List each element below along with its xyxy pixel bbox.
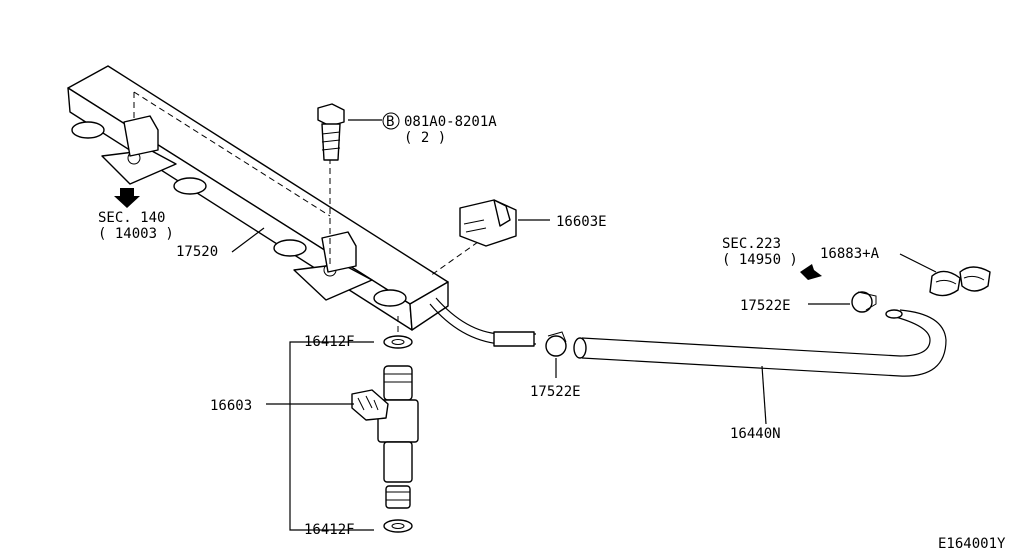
fuel-rail-17520 — [67, 65, 536, 347]
hose-part-number: 16440N — [730, 426, 781, 442]
hose-clip-16883A — [929, 266, 991, 297]
bolt-icon — [317, 103, 345, 161]
arrow-down-icon — [114, 188, 140, 208]
bolt-part-number: 081A0-8201A — [404, 114, 497, 130]
clamp-lower-part-number: 17522E — [530, 384, 581, 400]
bolt-b-letter: B — [386, 114, 394, 130]
o-ring-top — [383, 335, 413, 349]
connector-guide-line — [429, 241, 479, 277]
bolt-b-circle: B — [382, 112, 400, 130]
o-ring-bottom-part-number: 16412F — [304, 522, 355, 538]
rail-part-number: 17520 — [176, 244, 218, 260]
o-ring-bottom — [383, 519, 413, 533]
hose-clamp-upper — [851, 291, 877, 313]
clip-part-number: 16883+A — [820, 246, 880, 262]
sec140-reference: ( 14003 ) — [98, 226, 174, 242]
fuel-injector-16603 — [351, 365, 419, 509]
hose-clamp-lower — [545, 331, 567, 357]
diagram-id: E164001Y — [938, 536, 1006, 552]
o-ring-top-part-number: 16412F — [304, 334, 355, 350]
sec140-label: SEC. 140 — [98, 210, 165, 226]
clamp-upper-part-number: 17522E — [740, 298, 791, 314]
o-ring-bracket-line — [289, 341, 374, 531]
sec223-label: SEC.223 — [722, 236, 781, 252]
connector-part-number: 16603E — [556, 214, 607, 230]
connector-16603E — [459, 199, 517, 247]
fuel-hose-16440N — [573, 309, 947, 377]
injector-part-number: 16603 — [210, 398, 252, 414]
sec223-reference: ( 14950 ) — [722, 252, 798, 268]
arrow-icon — [800, 264, 822, 280]
bolt-quantity: ( 2 ) — [404, 130, 446, 146]
